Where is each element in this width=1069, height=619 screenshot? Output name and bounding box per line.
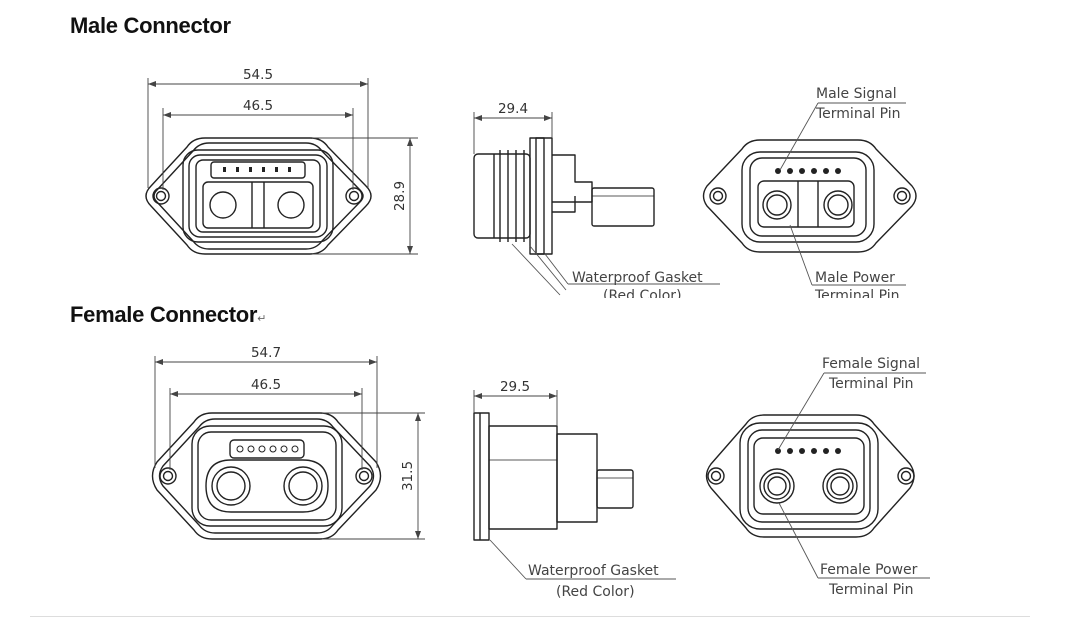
female-width-inner-label: 46.5 [251,377,281,393]
female-height-label: 31.5 [400,461,416,491]
male-signal-callout-line1: Male Signal [816,86,897,102]
female-front-view [151,412,382,540]
male-side-view [473,137,655,255]
male-rear-view [702,139,917,253]
female-power-callout-line2: Terminal Pin [828,582,914,598]
female-depth-label: 29.5 [500,379,530,395]
female-side-view [473,412,634,541]
female-width-outer-label: 54.7 [251,345,281,361]
male-power-callout-line1: Male Power [815,270,895,286]
female-power-callout-line1: Female Power [820,562,918,578]
female-rear-view [705,414,915,538]
female-signal-callout-line1: Female Signal [822,356,920,372]
male-gasket-callout-line1: Waterproof Gasket [572,270,703,286]
bottom-rule [30,616,1030,617]
crop-mask [460,298,960,308]
male-width-inner-label: 46.5 [243,98,273,114]
return-mark: ↵ [257,313,267,325]
female-gasket-callout-line2: (Red Color) [556,584,635,600]
female-section-title: Female Connector↵ [70,302,267,327]
male-depth-label: 29.4 [498,101,528,117]
male-front-view [145,137,372,255]
female-signal-callout-line2: Terminal Pin [828,376,914,392]
male-width-outer-label: 54.5 [243,67,273,83]
male-section-title: Male Connector [70,13,231,38]
male-height-label: 28.9 [392,181,408,211]
male-signal-callout-line2: Terminal Pin [815,106,901,122]
female-gasket-callout-line1: Waterproof Gasket [528,563,659,579]
